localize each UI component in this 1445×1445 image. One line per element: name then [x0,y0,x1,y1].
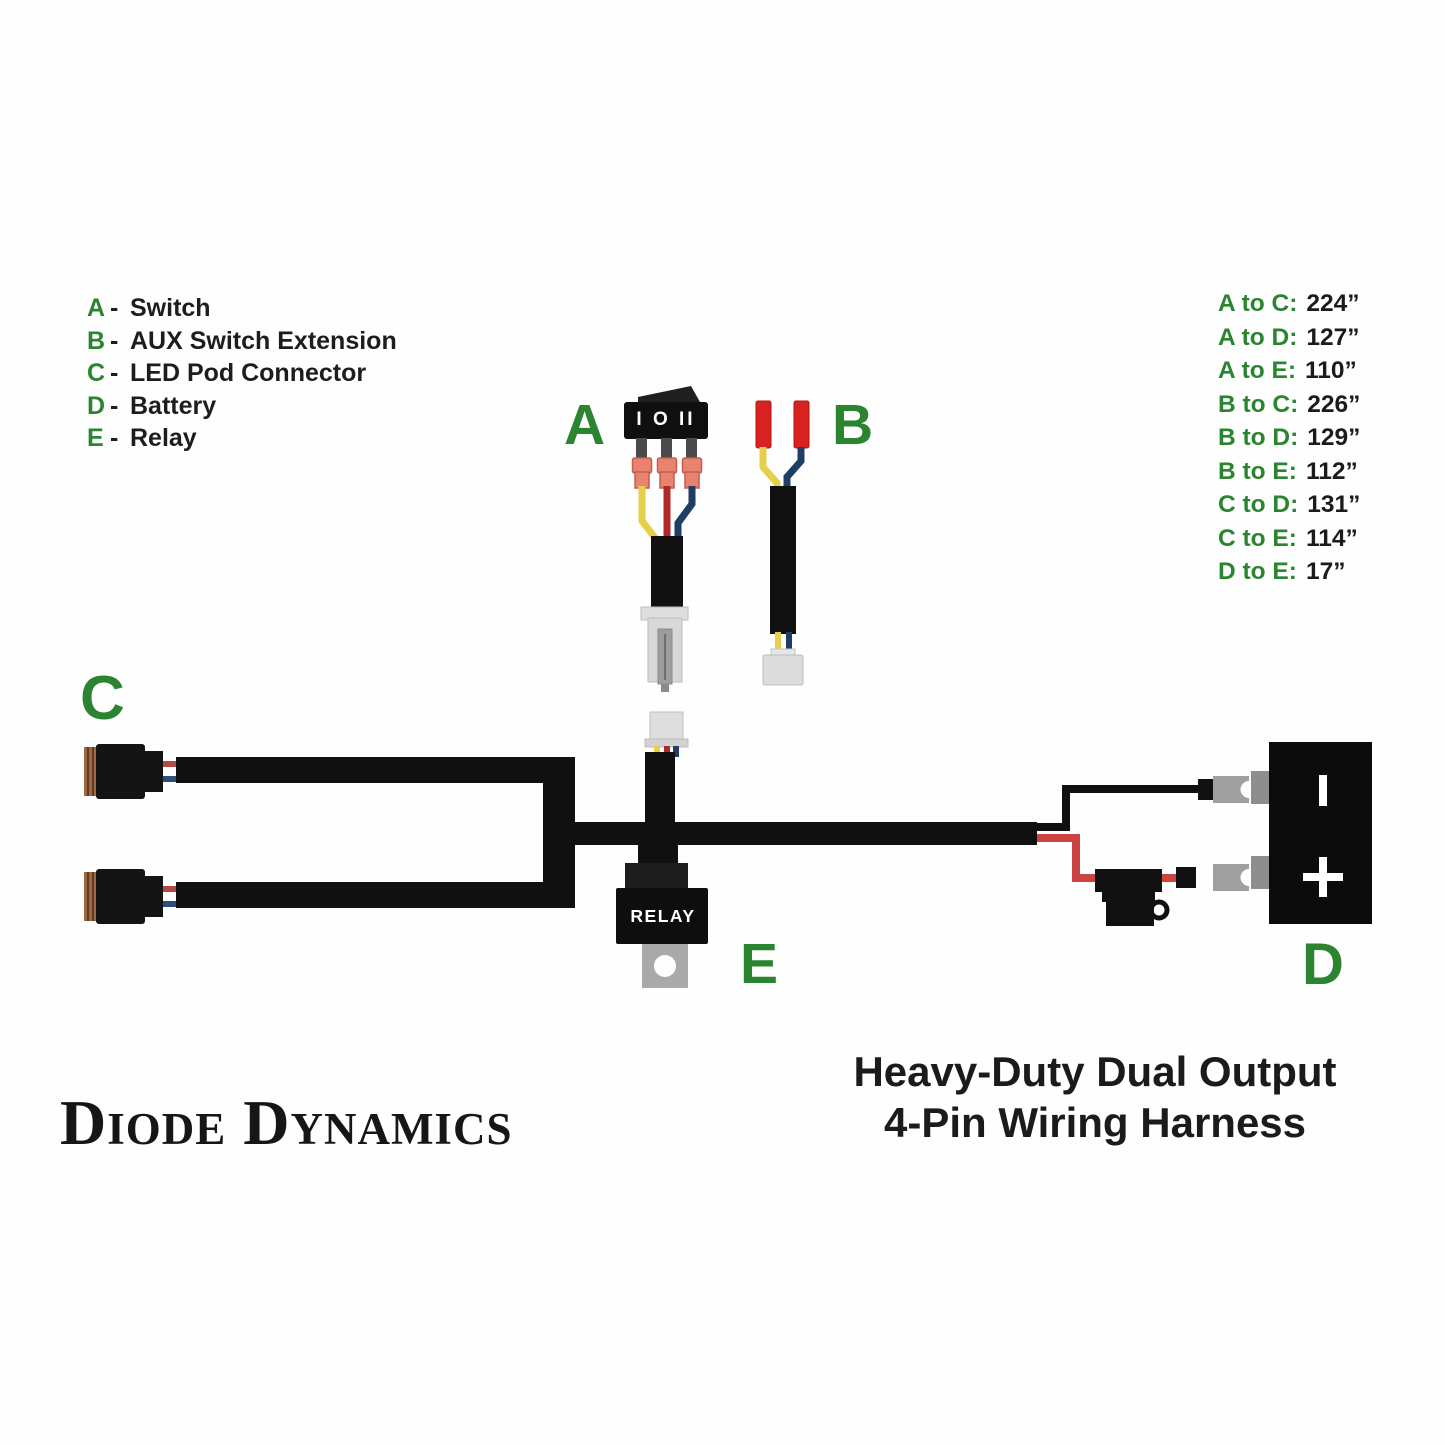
legend-letter: A [87,294,106,322]
product-title-line1: Heavy-Duty Dual Output [853,1048,1337,1095]
label-battery-d: D [1302,932,1344,997]
battery-plus-symbol [1303,857,1343,897]
measurement-value: 127” [1306,323,1360,351]
measurement-item: A to E: 110” [1218,354,1360,388]
measurement-item: A to D: 127” [1218,321,1360,355]
measurement-value: 112” [1305,457,1358,485]
legend-letter: B [87,326,106,355]
legend: A - Switch B - AUX Switch Extension C - … [87,292,397,455]
fork-terminal-positive [1213,864,1258,891]
legend-label: LED Pod Connector [130,359,367,387]
measurement-pair: B to C: [1218,390,1299,418]
relay-mounting-hole [654,955,676,977]
measurement-item: C to D: 131” [1218,488,1360,522]
measurement-pair: B to E: [1218,457,1297,485]
legend-item: E - Relay [87,422,397,455]
relay-assembly [616,711,708,988]
brand-logo: Diode Dynamics [60,1087,513,1158]
aux-terminal-right [793,400,810,449]
switch-sleeve [651,536,683,611]
measurement-item: B to D: 129” [1218,421,1360,455]
switch-rocker-paddle [638,386,700,406]
legend-separator: - [110,326,119,355]
fuse-holder [1095,869,1170,926]
legend-item: D - Battery [87,390,397,423]
legend-label: AUX Switch Extension [130,326,397,355]
aux-extension-assembly [755,400,810,686]
legend-letter: E [87,424,104,452]
aux-sleeve [770,486,796,634]
label-relay-e: E [740,932,779,996]
switch-crimp-terminals [631,457,703,489]
legend-label: Relay [130,424,197,452]
measurement-pair: B to D: [1218,424,1299,451]
measurement-item: B to C: 226” [1218,388,1360,422]
legend-separator: - [110,294,119,322]
label-switch-a: A [564,393,606,457]
aux-terminal-left [755,400,772,449]
legend-letter: D [87,391,106,420]
harness-cables [176,757,1037,908]
measurement-value: 114” [1305,524,1358,552]
measurement-value: 129” [1307,424,1361,451]
aux-plug-connector [762,648,804,686]
switch-assembly [624,386,708,692]
measurement-item: D to E: 17” [1218,555,1360,589]
measurement-pair: D to E: [1218,558,1297,585]
switch-wire-blue [674,486,696,547]
measurements-list: A to C: 224” A to D: 127” A to E: 110” B to… [1218,287,1360,589]
measurement-pair: C to E: [1218,524,1297,552]
switch-plug-connector [640,606,689,692]
measurement-item: B to E: 112” [1218,455,1360,489]
legend-label: Switch [130,294,211,322]
product-title: Heavy-Duty Dual Output 4-Pin Wiring Harn… [845,1046,1345,1148]
battery-minus-symbol [1319,775,1327,806]
legend-item: A - Switch [87,292,397,325]
measurement-value: 224” [1306,290,1360,317]
legend-item: B - AUX Switch Extension [87,325,397,358]
legend-letter: C [87,359,106,387]
measurement-value: 131” [1307,491,1361,518]
battery-wire-red [1037,834,1100,882]
led-pod-connector-bottom [84,869,178,924]
legend-separator: - [110,359,119,387]
measurement-value: 226” [1307,390,1361,418]
product-title-line2: 4-Pin Wiring Harness [883,1099,1307,1146]
measurement-item: C to E: 114” [1218,522,1360,556]
measurement-pair: C to D: [1218,491,1299,518]
measurement-value: 110” [1305,357,1357,384]
measurement-value: 17” [1305,558,1346,585]
legend-label: Battery [130,391,217,420]
switch-body [624,402,708,439]
measurement-pair: A to E: [1218,357,1297,384]
aux-wire-blue [783,447,805,490]
measurement-item: A to C: 224” [1218,287,1360,321]
switch-markings: I O II [636,409,696,430]
battery-wire-black [1037,785,1199,831]
legend-separator: - [110,424,119,452]
relay-plug-connector [644,711,689,757]
measurement-pair: A to D: [1218,323,1298,351]
aux-wire-yellow [759,447,781,490]
legend-separator: - [110,391,119,420]
measurement-pair: A to C: [1218,290,1298,317]
relay-label: RELAY [630,906,696,926]
label-pod-c: C [80,664,125,733]
led-pod-connector-top [84,744,178,799]
fork-terminal-negative [1213,776,1258,803]
battery-stud-positive [1251,856,1270,889]
relay-body [616,888,708,944]
label-aux-b: B [832,393,874,457]
legend-item: C - LED Pod Connector [87,357,397,390]
battery-stud-negative [1251,771,1270,804]
battery-feed [1037,742,1372,926]
